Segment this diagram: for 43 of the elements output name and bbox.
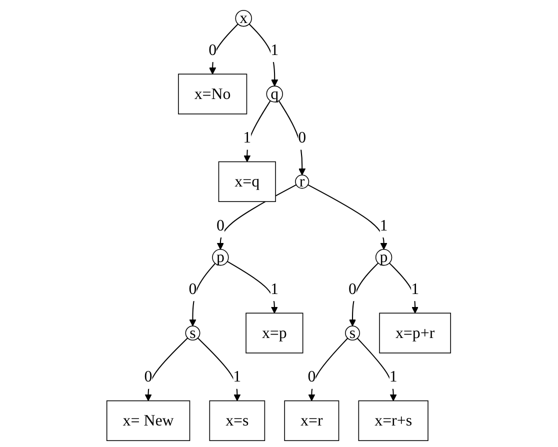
arrow: [244, 100, 272, 162]
arrow: [278, 100, 306, 176]
arrow: [308, 338, 348, 402]
edge-label: 0: [308, 368, 316, 386]
edge-label: 1: [411, 280, 420, 298]
node-circle: x: [236, 10, 252, 27]
arrow: [198, 338, 241, 402]
edge-label: 1: [270, 41, 279, 59]
edge-label: 0: [144, 368, 153, 386]
node-box: x=p+r: [379, 312, 452, 354]
arrow: [308, 184, 388, 250]
node-box: x=p: [246, 312, 304, 354]
edge-label: 1: [233, 368, 242, 386]
edge-label: 0: [189, 280, 197, 298]
arrow: [357, 338, 398, 402]
arrow: [145, 338, 188, 402]
arrow: [227, 260, 278, 314]
edge-label: 1: [270, 280, 279, 298]
edge-label: 1: [380, 216, 388, 234]
edge-label: 0: [348, 280, 357, 298]
node-circle: p: [376, 249, 392, 266]
node-box: x=No: [178, 74, 248, 114]
node-box: x=s: [210, 400, 266, 442]
node-circle: q: [266, 86, 284, 102]
edge-label: 0: [298, 129, 306, 147]
arrow: [349, 262, 379, 326]
arrow: [190, 263, 216, 326]
edge-label: 1: [243, 129, 252, 147]
node-box: x=q: [218, 161, 276, 202]
edge-label: 1: [390, 368, 398, 386]
node-circle: p: [212, 249, 230, 266]
arrow: [389, 262, 419, 314]
edge-label: 0: [208, 41, 217, 59]
node-box: x=r: [284, 400, 340, 442]
node-circle: r: [295, 174, 310, 189]
node-circle: s: [186, 326, 200, 341]
node-circle: s: [345, 326, 360, 341]
arrow: [249, 24, 278, 86]
node-box: x=r+s: [358, 400, 429, 442]
arrow: [217, 184, 297, 250]
arrow: [209, 24, 239, 74]
edge-label: 0: [216, 216, 225, 234]
node-box: x= New: [106, 400, 190, 442]
